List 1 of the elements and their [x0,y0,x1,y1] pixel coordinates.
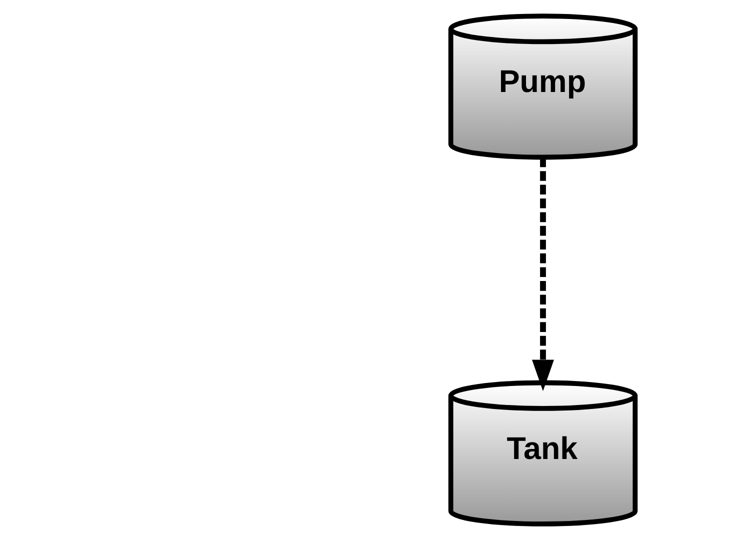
arrow [531,157,554,392]
